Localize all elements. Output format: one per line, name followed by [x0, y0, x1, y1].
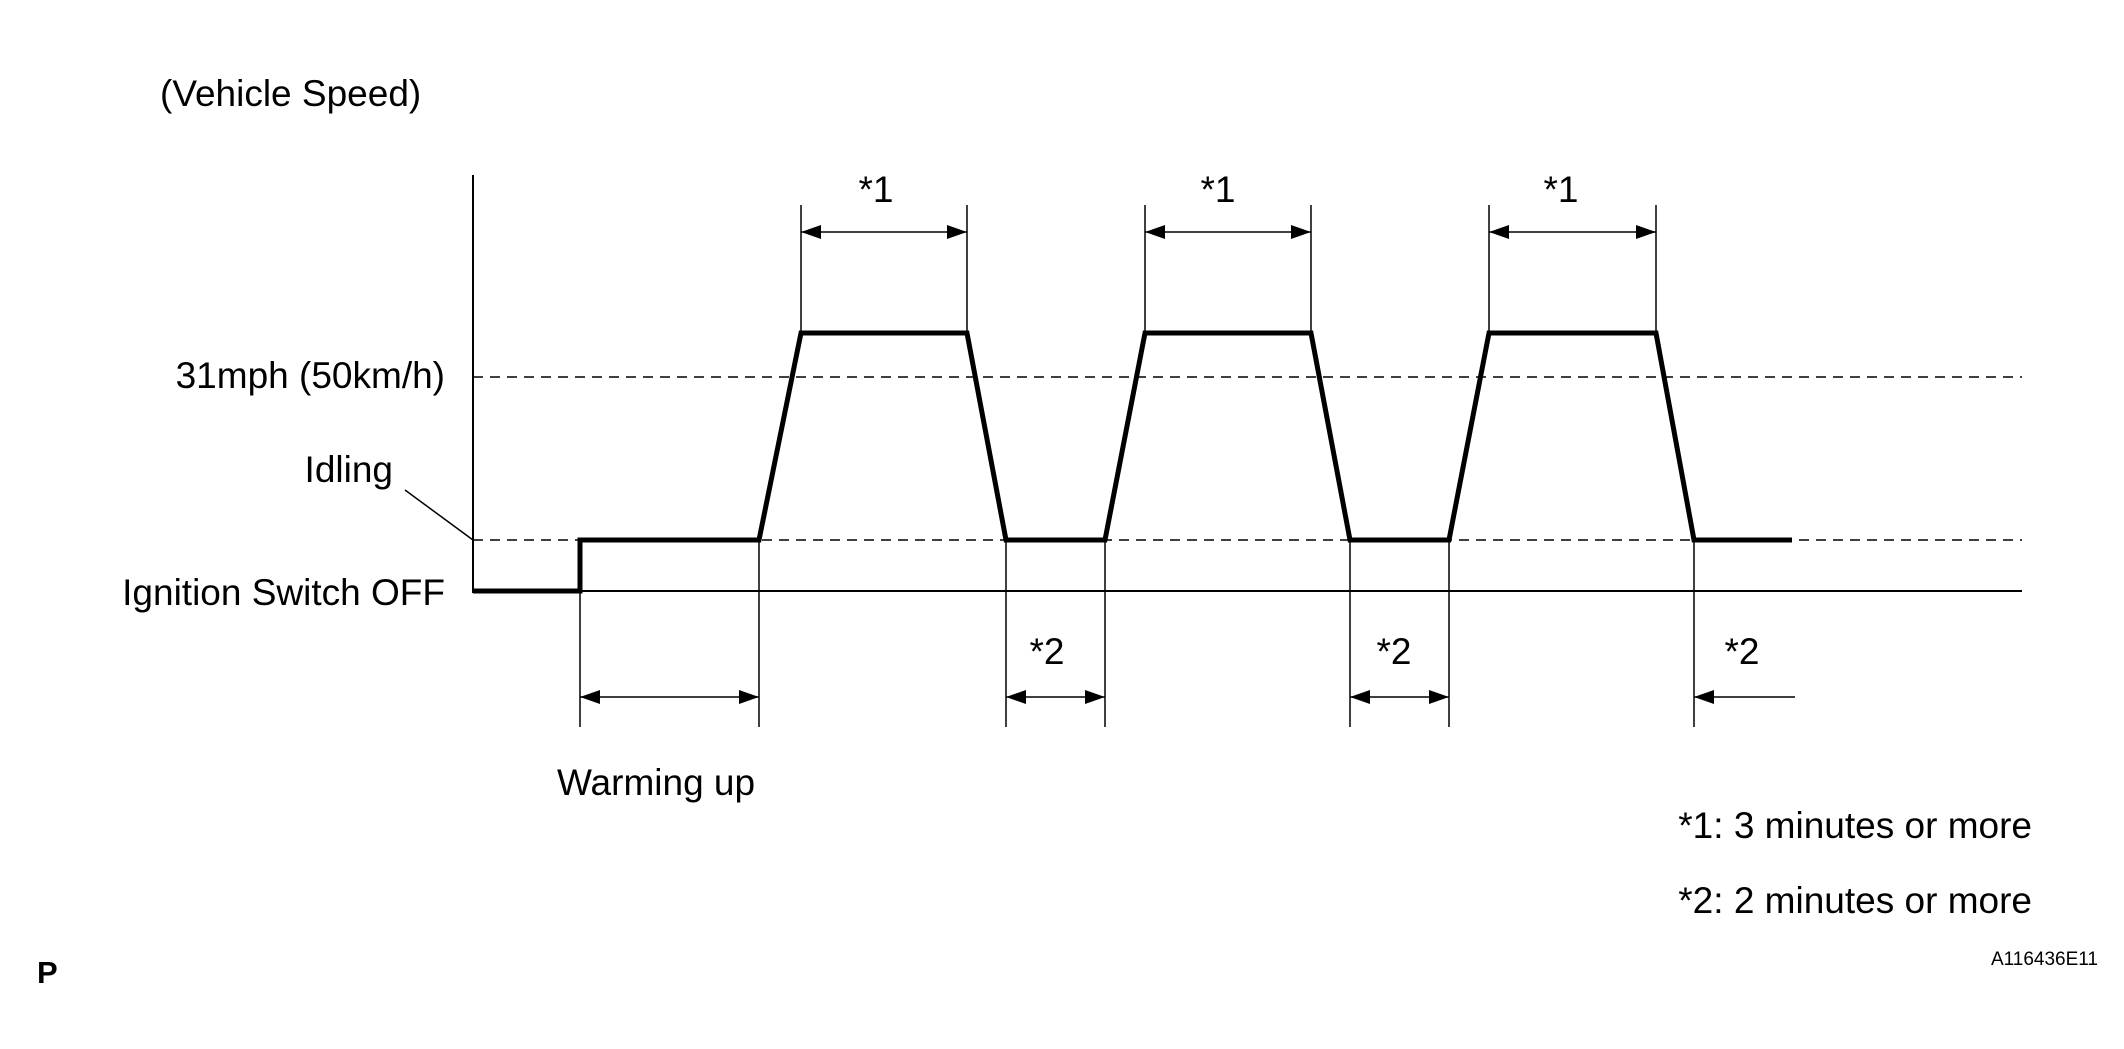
interval-2-label: *2 [1030, 631, 1065, 672]
warming-up-label: Warming up [557, 762, 755, 803]
note-interval-1: *1: 3 minutes or more [1678, 805, 2032, 846]
interval-1-label: *1 [1201, 169, 1236, 210]
note-interval-2: *2: 2 minutes or more [1678, 880, 2032, 921]
idling-label: Idling [305, 449, 393, 490]
interval-1-label: *1 [1544, 169, 1579, 210]
vehicle-speed-profile [473, 330, 1792, 594]
corner-marker: P [37, 955, 58, 990]
idling-leader-line [404, 489, 474, 541]
figure-id: A116436E11 [1991, 949, 2098, 970]
interval-2-label: *2 [1377, 631, 1412, 672]
speed-level-label: 31mph (50km/h) [176, 355, 445, 396]
interval-2-label: *2 [1725, 631, 1760, 672]
y-axis-label: (Vehicle Speed) [160, 73, 421, 114]
interval-1-label: *1 [859, 169, 894, 210]
ignition-off-label: Ignition Switch OFF [122, 572, 445, 613]
